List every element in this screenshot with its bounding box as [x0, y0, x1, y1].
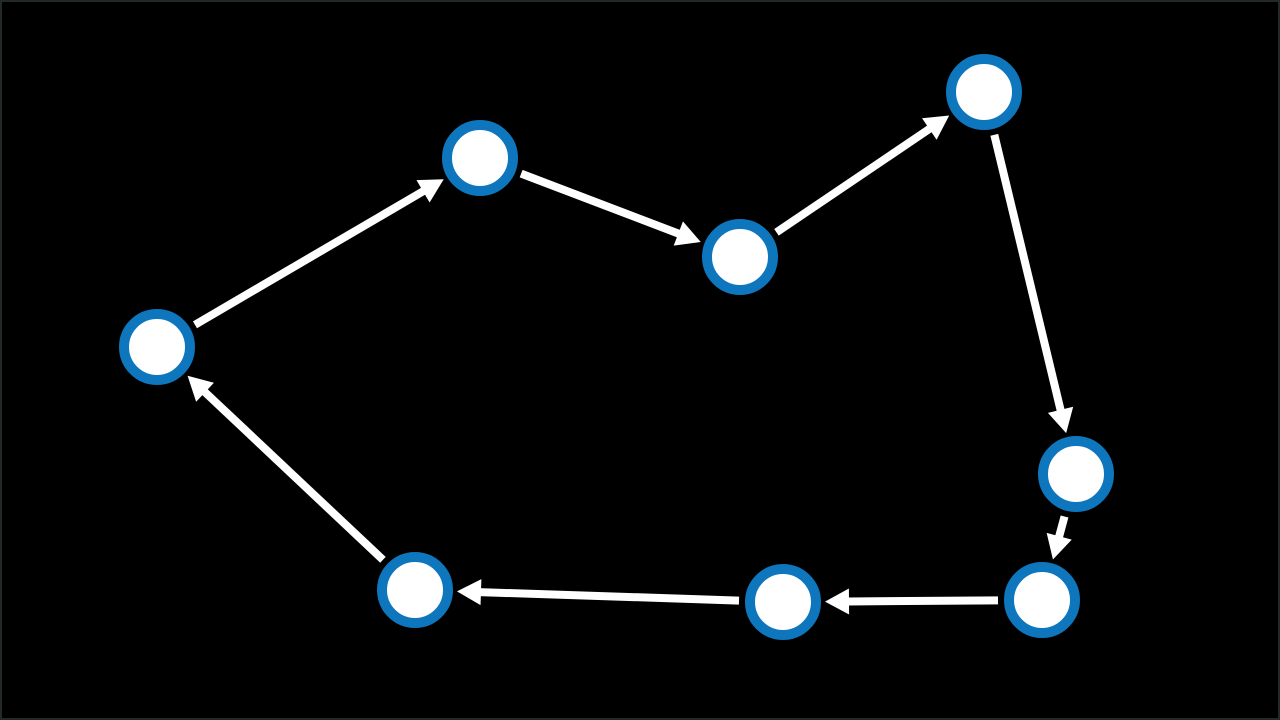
arrowhead-icon — [922, 115, 950, 140]
arrow-shaft — [990, 133, 1065, 413]
arrowhead-icon — [673, 221, 701, 246]
node-top-right — [946, 54, 1022, 130]
arrow-shaft — [774, 124, 934, 236]
node-bottom-left — [377, 552, 453, 628]
arrowhead-icon — [824, 588, 850, 615]
edge-arrow-n6-n7 — [824, 588, 999, 615]
arrow-shaft — [846, 596, 999, 606]
arrowhead-icon — [1047, 406, 1074, 434]
arrow-shaft — [478, 588, 740, 605]
arrow-shaft — [1054, 515, 1069, 540]
arrowhead-icon — [1046, 532, 1072, 560]
edge-arrow-n7-n8 — [456, 579, 740, 606]
node-top-middle — [702, 219, 778, 295]
edge-arrow-n8-n1 — [187, 375, 386, 563]
arrow-shaft — [192, 186, 427, 329]
edge-arrow-n5-n6 — [1046, 515, 1072, 560]
edge-arrow-n4-n5 — [990, 133, 1074, 434]
arrowhead-icon — [456, 579, 482, 606]
node-right — [1038, 436, 1114, 512]
edge-arrow-n2-n3 — [519, 169, 701, 246]
arrow-shaft — [519, 169, 682, 238]
edge-arrow-n1-n2 — [192, 179, 444, 329]
node-bottom-right — [1004, 562, 1080, 638]
node-top-left — [442, 120, 518, 196]
arrow-shaft — [200, 387, 386, 563]
nodes-layer — [119, 54, 1114, 640]
edges-layer — [187, 115, 1074, 615]
node-bottom-middle — [745, 564, 821, 640]
edge-arrow-n3-n4 — [774, 115, 950, 236]
arrowhead-icon — [187, 375, 214, 402]
node-left — [119, 309, 195, 385]
arrowhead-icon — [416, 179, 444, 203]
